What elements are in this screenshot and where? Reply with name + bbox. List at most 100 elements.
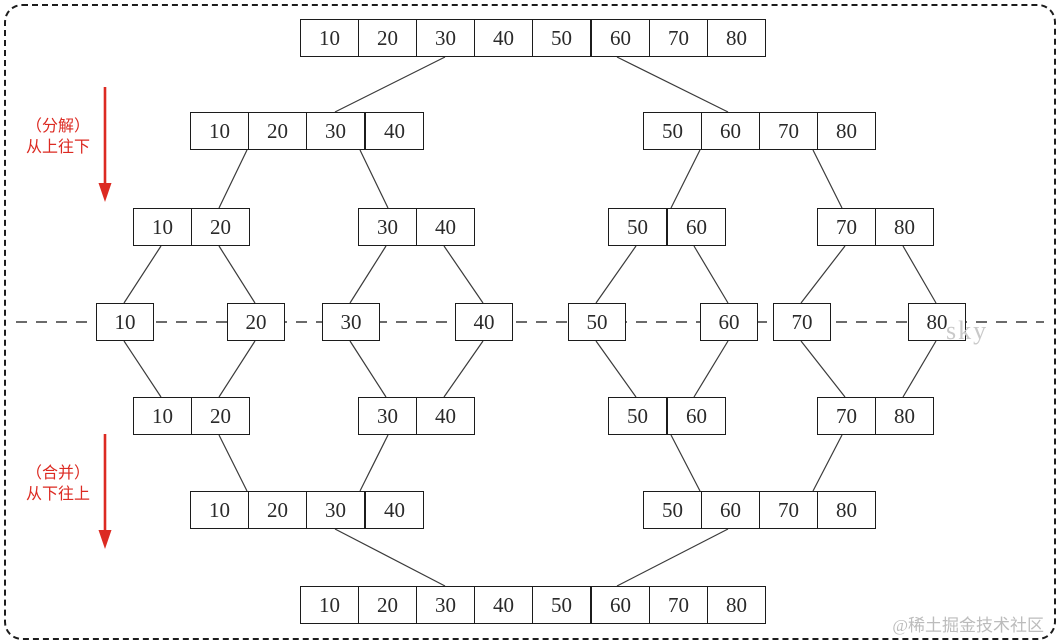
array-cell: 80 xyxy=(836,118,857,143)
array-cell: 80 xyxy=(926,309,948,334)
decompose-arrow-down-icon xyxy=(98,87,112,202)
array-cell: 80 xyxy=(726,25,747,50)
array-cell: 20 xyxy=(245,309,267,334)
array-cell: 40 xyxy=(473,309,495,334)
connector-line xyxy=(359,149,389,209)
array-cell: 60 xyxy=(702,113,760,149)
array-cell: 50 xyxy=(609,398,668,434)
array-cell: 70 xyxy=(818,209,876,245)
connector-line xyxy=(812,149,843,209)
array-cell: 60 xyxy=(702,492,760,528)
connector-line xyxy=(123,245,162,304)
merge-arrow-down-icon xyxy=(98,434,112,549)
array-cell: 10 xyxy=(191,113,249,149)
array-cell: 80 xyxy=(894,403,915,428)
connector-line xyxy=(812,434,843,492)
pair-merge-70-80: 70 80 xyxy=(817,397,934,435)
merge-label-line1: （合并） xyxy=(25,465,90,482)
connector-line xyxy=(349,340,387,398)
array-cell: 70 xyxy=(760,113,818,149)
array-decompose2-right: 50 60 70 80 xyxy=(643,112,876,150)
array-cell: 50 xyxy=(533,20,592,56)
connector-line xyxy=(218,149,248,209)
array-cell: 70 xyxy=(650,587,708,623)
array-cell: 10 xyxy=(301,587,359,623)
array-cell: 80 xyxy=(726,592,747,617)
connector-line xyxy=(334,56,446,113)
connector-line xyxy=(693,245,729,304)
connector-line xyxy=(443,340,484,398)
array-cell: 60 xyxy=(592,20,650,56)
array-cell: 60 xyxy=(592,587,650,623)
merge-label-line2: 从下往上 xyxy=(25,486,90,503)
merge-label: （合并） 从下往上 xyxy=(16,463,100,505)
array-cell: 30 xyxy=(307,492,366,528)
array-bottom: 10 20 30 40 50 60 70 80 xyxy=(300,586,766,624)
connector-line xyxy=(800,245,846,304)
connector-line xyxy=(218,340,256,398)
array-cell: 10 xyxy=(134,209,192,245)
array-cell: 20 xyxy=(359,587,417,623)
connector-line xyxy=(218,434,248,492)
array-cell: 30 xyxy=(359,398,417,434)
array-cell: 20 xyxy=(210,403,231,428)
single-10: 10 xyxy=(96,303,154,341)
array-merge2-left: 10 20 30 40 xyxy=(190,491,424,529)
array-cell: 60 xyxy=(718,309,740,334)
array-cell: 40 xyxy=(475,587,533,623)
decompose-label-line1: （分解） xyxy=(25,118,90,135)
connector-line xyxy=(595,340,637,398)
pair-merge-50-60: 50 60 xyxy=(608,397,726,435)
connector-line xyxy=(123,340,162,398)
connector-line xyxy=(902,245,937,304)
watermark-sky: sky xyxy=(946,316,989,345)
pair-decompose-50-60: 50 60 xyxy=(608,208,726,246)
array-cell: 20 xyxy=(249,492,307,528)
single-20: 20 xyxy=(227,303,285,341)
connector-line xyxy=(616,56,729,113)
array-cell: 60 xyxy=(686,214,707,239)
array-cell: 10 xyxy=(134,398,192,434)
pair-decompose-10-20: 10 20 xyxy=(133,208,250,246)
array-cell: 80 xyxy=(836,497,857,522)
pair-decompose-70-80: 70 80 xyxy=(817,208,934,246)
single-80: 80 xyxy=(908,303,966,341)
connector-line xyxy=(334,528,446,587)
array-cell: 10 xyxy=(114,309,136,334)
connector-line xyxy=(443,245,484,304)
array-cell: 30 xyxy=(340,309,362,334)
connector-line xyxy=(902,340,937,398)
array-cell: 70 xyxy=(650,20,708,56)
connector-line xyxy=(595,245,637,304)
connector-line xyxy=(359,434,389,492)
array-cell: 50 xyxy=(609,209,668,245)
single-70: 70 xyxy=(773,303,831,341)
array-cell: 30 xyxy=(417,20,475,56)
array-cell: 70 xyxy=(818,398,876,434)
single-40: 40 xyxy=(455,303,513,341)
array-top: 10 20 30 40 50 60 70 80 xyxy=(300,19,766,57)
array-cell: 20 xyxy=(210,214,231,239)
connector-line xyxy=(616,528,729,587)
array-cell: 20 xyxy=(359,20,417,56)
connector-line xyxy=(670,434,701,492)
array-cell: 50 xyxy=(644,113,702,149)
array-cell: 20 xyxy=(249,113,307,149)
array-cell: 40 xyxy=(435,214,456,239)
array-cell: 40 xyxy=(475,20,533,56)
decompose-label-line2: 从上往下 xyxy=(25,139,90,156)
decompose-label: （分解） 从上往下 xyxy=(16,116,100,158)
array-cell: 60 xyxy=(686,403,707,428)
array-cell: 40 xyxy=(384,497,405,522)
array-cell: 30 xyxy=(307,113,366,149)
pair-merge-30-40: 30 40 xyxy=(358,397,475,435)
connector-line xyxy=(693,340,729,398)
array-merge2-right: 50 60 70 80 xyxy=(643,491,876,529)
array-cell: 50 xyxy=(586,309,608,334)
array-decompose2-left: 10 20 30 40 xyxy=(190,112,424,150)
connector-line xyxy=(800,340,846,398)
array-cell: 70 xyxy=(760,492,818,528)
pair-decompose-30-40: 30 40 xyxy=(358,208,475,246)
